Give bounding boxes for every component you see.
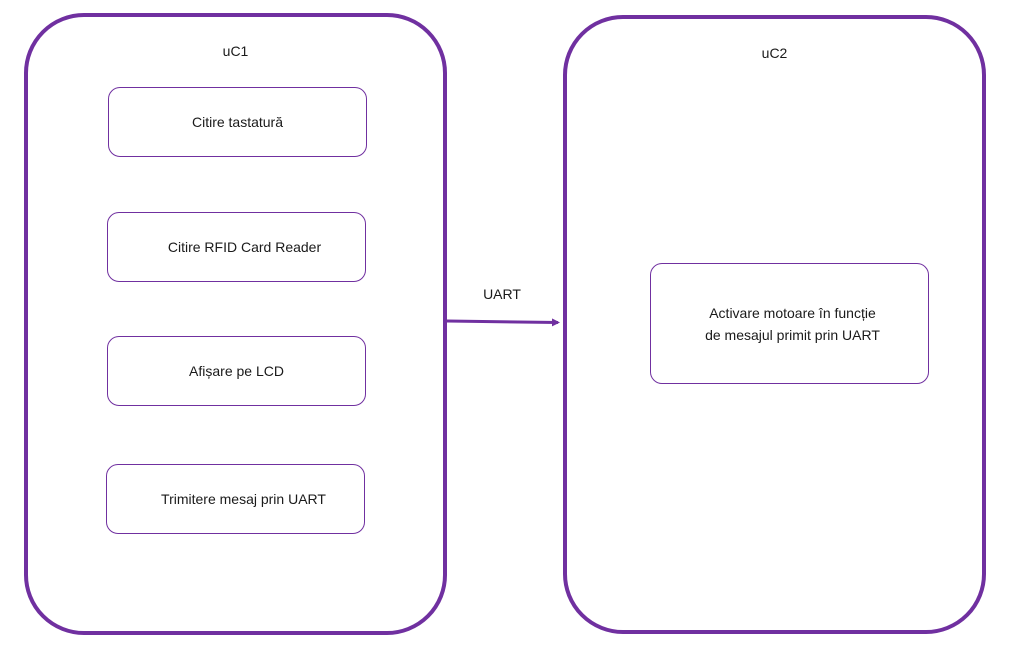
lcd-display-label: Afișare pe LCD <box>189 363 284 379</box>
motor-activation-text: Activare motoare în funcție de mesajul p… <box>705 302 880 346</box>
uc2-title: uC2 <box>761 45 788 61</box>
keyboard-read-label: Citire tastatură <box>191 114 284 130</box>
uart-send-block: Trimitere mesaj prin UART <box>106 464 365 534</box>
keyboard-read-block: Citire tastatură <box>108 87 367 157</box>
lcd-display-block: Afișare pe LCD <box>107 336 366 406</box>
uart-send-label: Trimitere mesaj prin UART <box>161 491 326 507</box>
uart-connection-label: UART <box>483 286 521 302</box>
uart-connection-line <box>446 318 560 327</box>
motor-activation-line-2: de mesajul primit prin UART <box>705 326 880 343</box>
rfid-read-label: Citire RFID Card Reader <box>167 239 322 255</box>
motor-activation-line-1: Activare motoare în funcție <box>709 304 876 321</box>
uc1-title: uC1 <box>222 43 249 59</box>
motor-activation-block: Activare motoare în funcție de mesajul p… <box>650 263 929 384</box>
rfid-read-block: Citire RFID Card Reader <box>107 212 366 282</box>
